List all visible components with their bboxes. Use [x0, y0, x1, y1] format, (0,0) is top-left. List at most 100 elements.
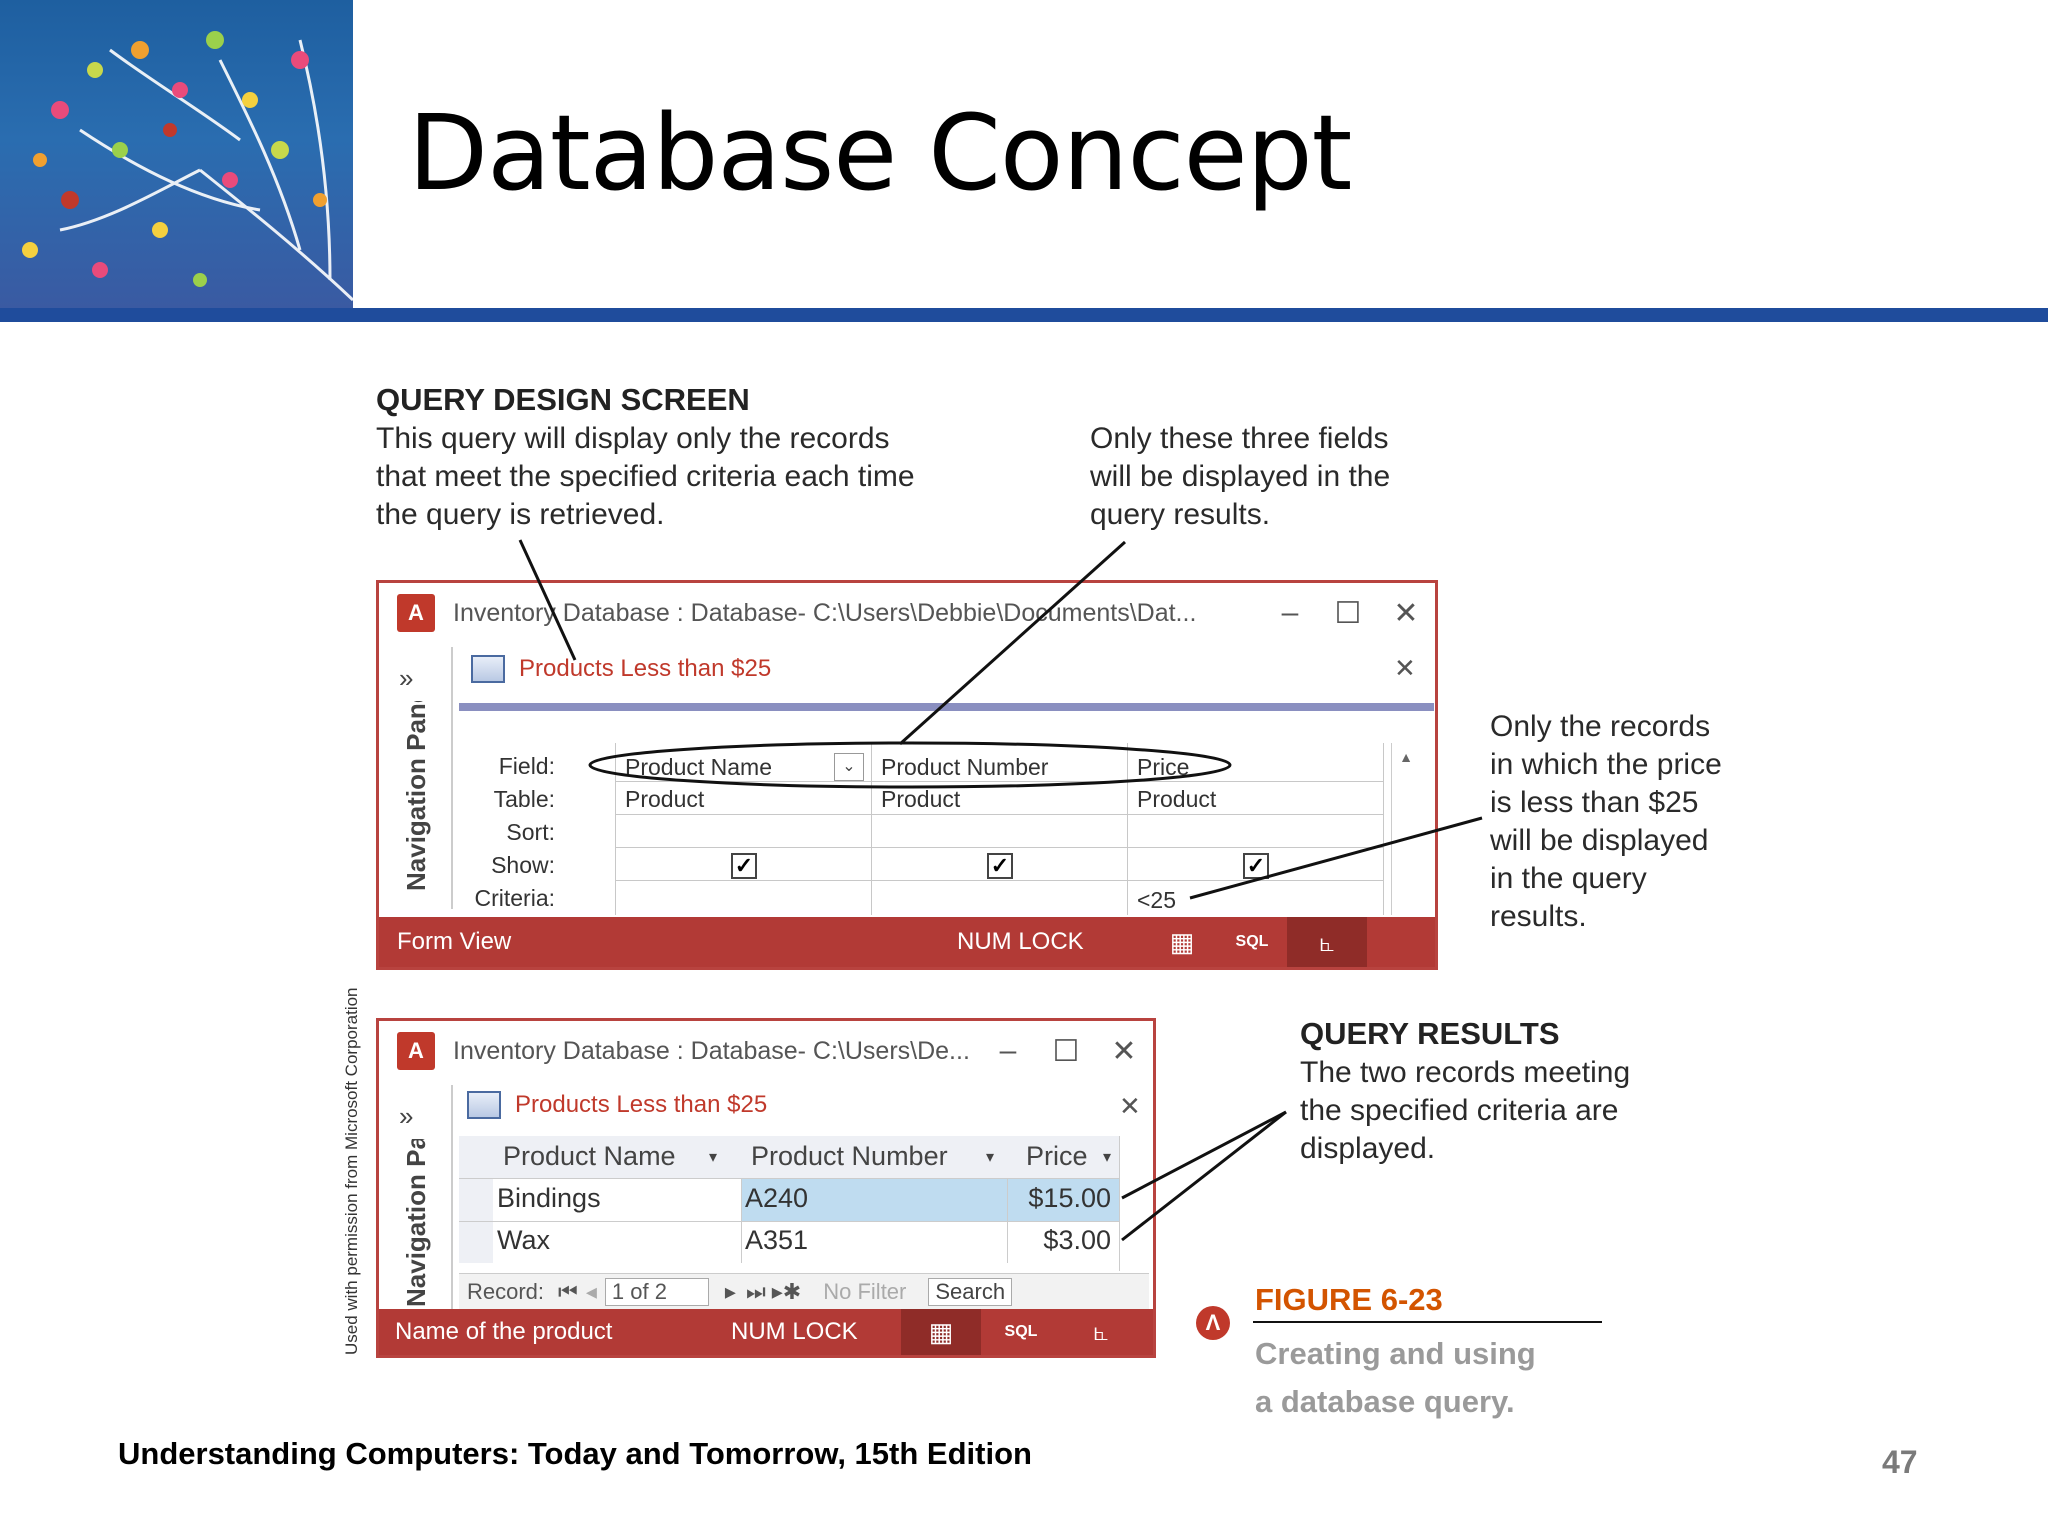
callout-line: is less than $25	[1490, 786, 1699, 819]
figure-caption: Creating and using a database query.	[1255, 1330, 1536, 1426]
image-credit: Used with permission from Microsoft Corp…	[342, 987, 361, 1355]
record-position-input[interactable]: 1 of 2	[604, 1278, 709, 1306]
page-number: 47	[1882, 1444, 1918, 1480]
fields-callout-text: Only these three fields will be displaye…	[1090, 420, 1390, 534]
show-checkbox[interactable]: ✓	[731, 853, 757, 879]
design-view-icon[interactable]: ⦜	[1093, 1316, 1109, 1346]
callout-line: that meet the specified criteria each ti…	[376, 460, 915, 493]
tab-close-button[interactable]: ✕	[1119, 1091, 1141, 1121]
column-header-product-number[interactable]: Product Number	[751, 1141, 948, 1171]
show-checkbox[interactable]: ✓	[1243, 853, 1269, 879]
sql-view-button[interactable]: SQL	[1235, 933, 1269, 950]
callout-line: Only the records	[1490, 710, 1711, 743]
nav-pane-expand-icon[interactable]: »	[399, 1101, 414, 1131]
grid-line	[615, 743, 616, 915]
results-callout-text: The two records meeting the specified cr…	[1300, 1054, 1630, 1168]
table-cell[interactable]: Product	[625, 786, 705, 812]
search-box[interactable]: Search	[928, 1278, 1013, 1306]
cell-product-name[interactable]: Bindings	[497, 1183, 601, 1213]
cell-product-name[interactable]: Wax	[497, 1225, 550, 1255]
results-titlebar: A Inventory Database : Database- C:\User…	[379, 1021, 1153, 1081]
access-app-icon: A	[397, 594, 435, 632]
callout-line: in the query	[1490, 862, 1647, 895]
tree-graphic	[22, 31, 353, 302]
callout-line: query results.	[1090, 498, 1271, 531]
design-view-icon[interactable]: ⦜	[1287, 917, 1367, 967]
record-label: Record:	[467, 1279, 545, 1304]
tab-products-less-than-25[interactable]: Products Less than $25	[471, 655, 771, 683]
maximize-button[interactable]: ☐	[1052, 1034, 1080, 1068]
cell-price[interactable]: $15.00	[1028, 1183, 1111, 1213]
field-cell-product-name[interactable]: Product Name	[625, 754, 773, 780]
callout-line: will be displayed in the	[1090, 460, 1391, 493]
sort-dropdown-icon[interactable]: ▾	[1103, 1149, 1112, 1166]
datasheet-view-icon[interactable]: ▦	[1169, 926, 1195, 957]
field-dropdown-chevron-icon[interactable]: ⌄	[834, 753, 864, 781]
callout-line: displayed.	[1300, 1132, 1436, 1165]
design-callout-text: This query will display only the records…	[376, 420, 915, 534]
criteria-cell-price[interactable]: <25	[1137, 887, 1177, 913]
slide-footer: Understanding Computers: Today and Tomor…	[118, 1436, 1032, 1471]
callout-line: in which the price	[1490, 748, 1722, 781]
grid-line	[1127, 743, 1128, 915]
column-header-product-name[interactable]: Product Name	[503, 1141, 676, 1171]
no-filter-button[interactable]: No Filter	[823, 1279, 907, 1304]
table-row-label: Table:	[493, 786, 555, 812]
cell-price[interactable]: $3.00	[1043, 1225, 1111, 1255]
caption-line: Creating and using	[1255, 1336, 1536, 1371]
close-window-button[interactable]: ✕	[1111, 1034, 1137, 1068]
design-titlebar: A Inventory Database : Database- C:\User…	[379, 583, 1435, 643]
tab-close-button[interactable]: ✕	[1394, 653, 1416, 683]
slide-title: Database Concept	[408, 92, 1352, 214]
sort-dropdown-icon[interactable]: ▾	[709, 1149, 718, 1166]
price-callout-text: Only the records in which the price is l…	[1490, 708, 1722, 936]
design-status-bar: Form View NUM LOCK ▦ SQL ⦜	[379, 917, 1435, 967]
column-divider	[1007, 1179, 1008, 1263]
criteria-row-label: Criteria:	[474, 885, 555, 911]
callout-line: results.	[1490, 900, 1587, 933]
caption-line: a database query.	[1255, 1384, 1515, 1419]
datasheet-vertical-scrollbar[interactable]	[1119, 1136, 1146, 1271]
grid-line	[615, 781, 1383, 782]
table-cell[interactable]: Product	[881, 786, 961, 812]
status-field-description: Name of the product	[395, 1318, 613, 1345]
minimize-button[interactable]: –	[1281, 596, 1299, 629]
previous-record-icon[interactable]: ◂	[585, 1279, 597, 1304]
first-record-icon[interactable]: ⏮	[558, 1279, 578, 1304]
cell-product-number[interactable]: A351	[745, 1225, 809, 1255]
design-callout-title: QUERY DESIGN SCREEN	[376, 382, 750, 417]
cell-product-number[interactable]: A240	[745, 1183, 809, 1213]
sort-row-label: Sort:	[506, 819, 555, 845]
query-splitter-bar[interactable]	[459, 703, 1434, 711]
close-window-button[interactable]: ✕	[1393, 596, 1419, 630]
results-pointer-2	[1121, 1110, 1287, 1242]
nav-pane-divider	[451, 647, 453, 909]
design-window-title: Inventory Database : Database- C:\Users\…	[453, 598, 1197, 627]
last-record-icon[interactable]: ⏭	[745, 1279, 766, 1304]
show-checkbox[interactable]: ✓	[987, 853, 1013, 879]
grid-vertical-scrollbar[interactable]: ▲	[1391, 743, 1420, 915]
tab-products-less-than-25[interactable]: Products Less than $25	[467, 1091, 767, 1119]
maximize-button[interactable]: ☐	[1334, 596, 1362, 630]
sort-dropdown-icon[interactable]: ▾	[986, 1149, 995, 1166]
show-row-label: Show:	[491, 852, 555, 878]
scroll-up-icon[interactable]: ▲	[1399, 749, 1413, 765]
datasheet-view-icon[interactable]: ▦	[901, 1309, 981, 1355]
record-navigator: Record: ⏮ ◂ 1 of 2 ▸ ⏭ ▸✱ No Filter Sear…	[459, 1273, 1149, 1310]
next-record-icon[interactable]: ▸	[724, 1279, 736, 1304]
nav-pane-expand-icon[interactable]: »	[399, 663, 414, 693]
callout-line: will be displayed	[1490, 824, 1709, 857]
minimize-button[interactable]: –	[999, 1034, 1017, 1067]
table-cell[interactable]: Product	[1137, 786, 1217, 812]
nav-pane-divider	[451, 1085, 453, 1311]
callout-line: This query will display only the records	[376, 422, 890, 455]
sql-view-button[interactable]: SQL	[1004, 1323, 1038, 1340]
grid-line	[871, 743, 872, 915]
selected-row-highlight	[741, 1179, 1119, 1221]
tab-label: Products Less than $25	[519, 655, 772, 682]
column-header-price[interactable]: Price	[1026, 1141, 1088, 1171]
new-record-icon[interactable]: ▸✱	[771, 1279, 802, 1304]
query-tab-icon	[471, 655, 505, 683]
field-cell-product-number[interactable]: Product Number	[881, 754, 1049, 780]
